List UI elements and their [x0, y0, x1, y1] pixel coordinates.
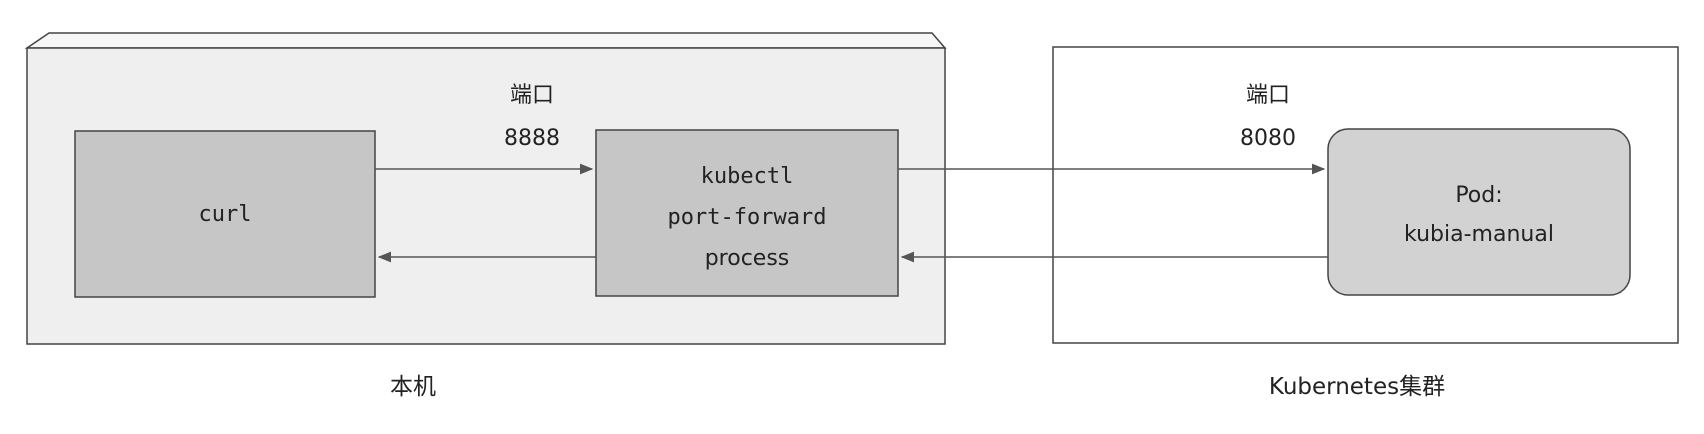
- local-port-number: 8888: [504, 126, 560, 151]
- curl-box: [74, 130, 376, 298]
- cluster-port-number: 8080: [1240, 126, 1296, 151]
- local-machine-caption: 本机: [390, 374, 436, 400]
- cluster-port-label: 端口: [1246, 83, 1290, 108]
- curl-label: curl: [199, 202, 252, 227]
- port-forward-label-line1: kubectl: [701, 164, 794, 189]
- pod-box: [1327, 128, 1631, 296]
- pod-label-line2: kubia-manual: [1404, 222, 1554, 247]
- pod-label-line1: Pod:: [1455, 183, 1502, 208]
- local-port-label: 端口: [510, 83, 554, 108]
- port-forward-label-line2: port-forward: [668, 205, 827, 230]
- port-forward-label-line3: process: [705, 246, 790, 271]
- cluster-caption: Kubernetes集群: [1269, 374, 1445, 400]
- local-machine-panel-top: [24, 32, 947, 49]
- port-forward-box: [595, 129, 899, 297]
